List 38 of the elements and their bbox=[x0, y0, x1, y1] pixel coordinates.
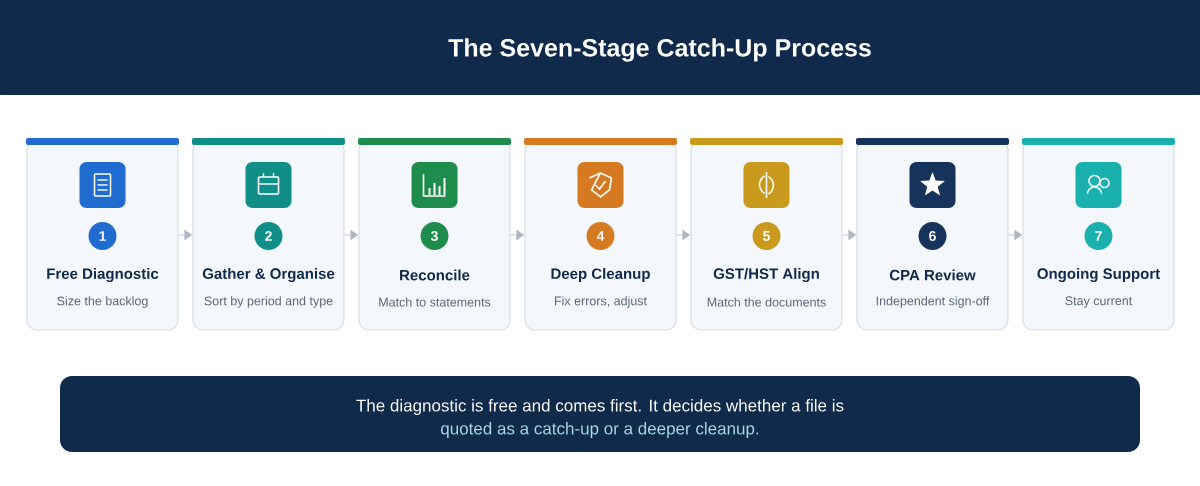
step-description: Size the backlog bbox=[57, 296, 148, 308]
step-title: Deep Cleanup bbox=[551, 268, 650, 282]
step-number: 7 bbox=[1084, 222, 1113, 250]
step-number: 3 bbox=[420, 222, 449, 250]
step-card bbox=[358, 138, 511, 331]
arrow bbox=[178, 229, 193, 241]
step-title: CPA Review bbox=[889, 269, 976, 281]
step-number: 1 bbox=[88, 222, 117, 250]
step-description: Sort by period and type bbox=[204, 296, 333, 308]
step-number: 5 bbox=[752, 222, 781, 250]
arrow bbox=[842, 229, 857, 241]
step-description: Fix errors, adjust bbox=[555, 296, 647, 308]
step-card bbox=[192, 138, 345, 331]
step-card bbox=[690, 138, 843, 331]
step-card bbox=[524, 138, 677, 331]
step-description: Stay current bbox=[1065, 296, 1133, 308]
step-description: Match to statements bbox=[379, 297, 491, 307]
arrow bbox=[510, 229, 525, 241]
step-number: 2 bbox=[254, 222, 283, 250]
step-title: Gather & Organise bbox=[202, 267, 335, 282]
arrow bbox=[676, 229, 691, 241]
step-card bbox=[1022, 138, 1175, 331]
step-description: Match the documents bbox=[707, 297, 826, 307]
note-text: quoted as a catch-up or a deeper cleanup. bbox=[441, 422, 759, 438]
step-number: 6 bbox=[918, 222, 947, 250]
step-title: Ongoing Support bbox=[1037, 267, 1160, 282]
step-title: Reconcile bbox=[400, 269, 470, 281]
note-text: The diagnostic is free and comes first. It decides whether a file is bbox=[356, 399, 844, 415]
step-description: Independent sign-off bbox=[876, 296, 990, 308]
step-title: Free Diagnostic bbox=[47, 267, 159, 282]
title: The Seven-Stage Catch-Up Process bbox=[448, 38, 871, 62]
arrow bbox=[1008, 229, 1023, 241]
note-box bbox=[60, 376, 1140, 452]
step-card bbox=[26, 138, 179, 331]
step-title: GST/HST Align bbox=[713, 267, 819, 282]
arrow bbox=[344, 229, 359, 241]
step-card bbox=[856, 138, 1009, 331]
step-number: 4 bbox=[586, 222, 615, 250]
